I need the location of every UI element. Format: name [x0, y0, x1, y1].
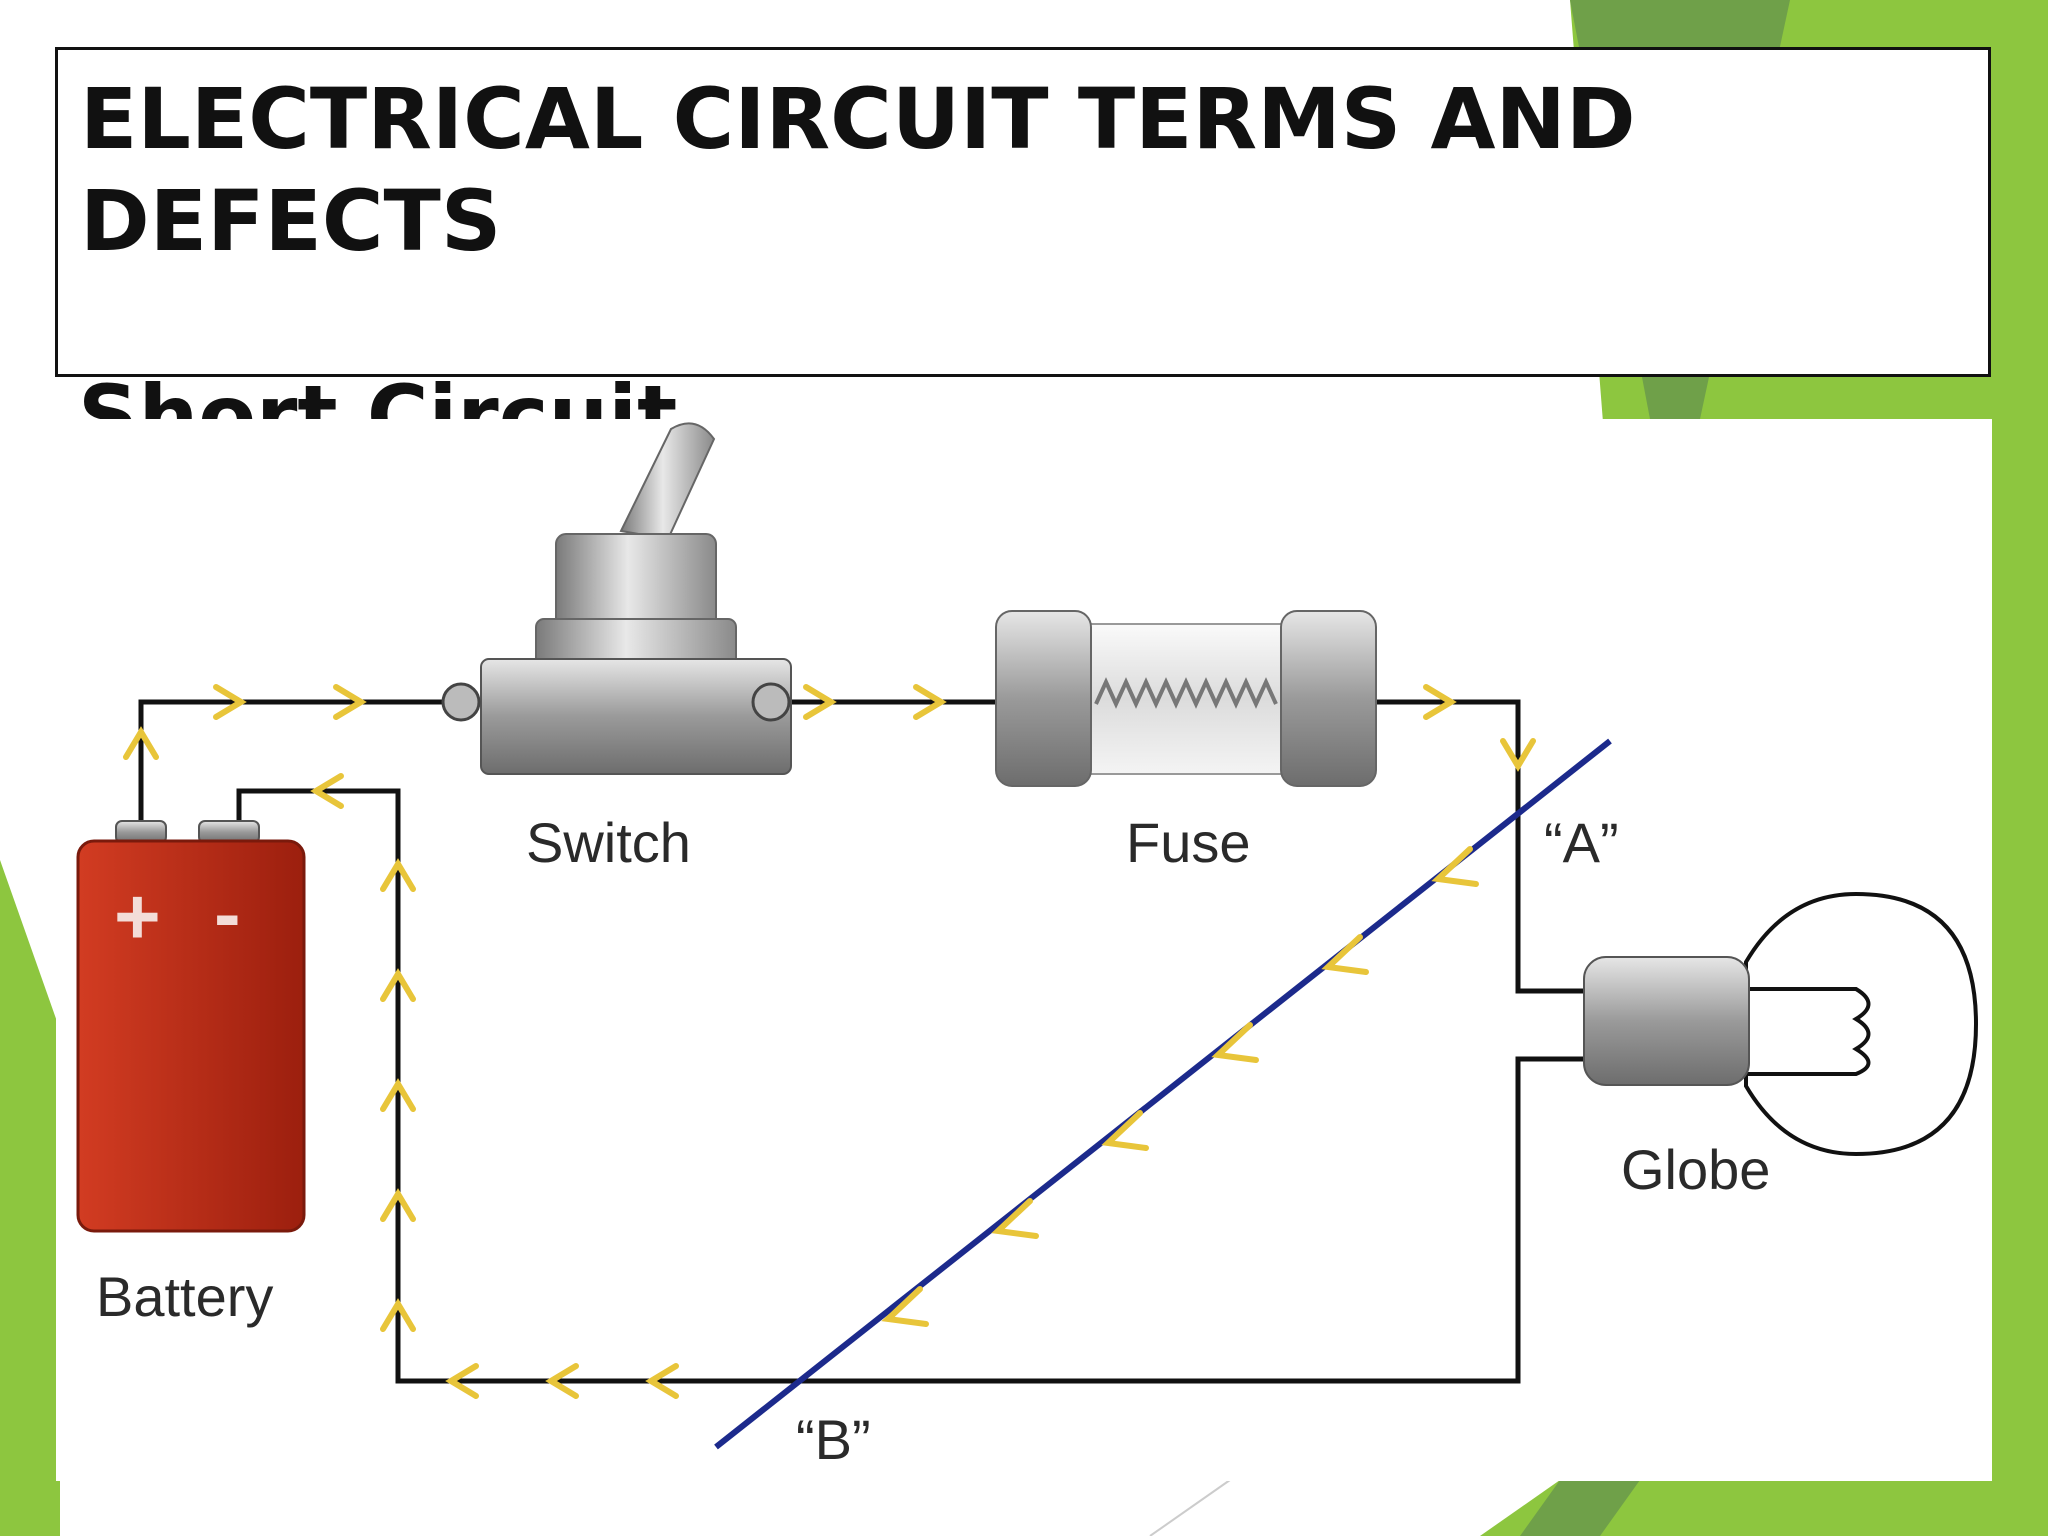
- switch-label: Switch: [526, 811, 691, 874]
- decor-line: [1149, 1479, 1231, 1536]
- point-b-label: “B”: [796, 1408, 871, 1471]
- globe-label: Globe: [1621, 1138, 1770, 1201]
- point-a-label: “A”: [1544, 811, 1619, 874]
- globe-base: [1583, 956, 1750, 1086]
- battery-plus-sign: +: [114, 872, 161, 961]
- arrow-right-1: [213, 684, 247, 720]
- arrow-left-2: [545, 1363, 579, 1399]
- arrow-diag-6: [881, 1286, 929, 1327]
- arrow-right-5: [1423, 684, 1457, 720]
- short-circuit-diagram: + - Battery Switch Fuse Globe: [76, 422, 1979, 1472]
- switch-terminal-left: [441, 682, 481, 722]
- wire-fuse-to-globe: [1371, 699, 1596, 994]
- arrow-up-4: [380, 1188, 416, 1222]
- battery-icon: + -: [76, 820, 306, 1233]
- arrow-diag-2: [1321, 934, 1369, 975]
- arrow-up-3: [380, 1078, 416, 1112]
- globe-filament: [1736, 987, 1871, 1076]
- switch-icon: [441, 422, 792, 775]
- fuse-label: Fuse: [1126, 811, 1251, 874]
- switch-terminal-right: [751, 682, 791, 722]
- arrow-up-1: [380, 858, 416, 892]
- title-box: ELECTRICAL CIRCUIT TERMS AND DEFECTS: [55, 47, 1991, 377]
- arrow-up-5: [380, 1298, 416, 1332]
- arrow-left-1: [645, 1363, 679, 1399]
- arrow-up-battery: [123, 726, 159, 760]
- fuse-glass: [1075, 623, 1297, 775]
- globe-icon: [1583, 891, 1979, 1157]
- arrow-diag-4: [1101, 1110, 1149, 1151]
- circuit-wires: [138, 699, 1596, 1384]
- switch-lever: [619, 422, 716, 541]
- battery-body: [76, 839, 306, 1233]
- green-shape-bottom-right-dark: [1520, 1480, 1640, 1536]
- fuse-filament: [1094, 677, 1278, 709]
- slide-title: ELECTRICAL CIRCUIT TERMS AND DEFECTS: [80, 70, 1636, 270]
- switch-body: [480, 658, 792, 775]
- arrow-right-4: [913, 684, 947, 720]
- wire-battery-plus-to-switch: [138, 699, 466, 831]
- arrow-left-3: [445, 1363, 479, 1399]
- arrow-left-battery: [310, 773, 344, 809]
- wire-globe-to-bottom: [236, 788, 1596, 1384]
- arrow-diag-1: [1431, 846, 1479, 887]
- circuit-diagram-panel: + - Battery Switch Fuse Globe: [56, 419, 1992, 1481]
- arrow-up-2: [380, 968, 416, 1002]
- switch-collar: [555, 533, 717, 630]
- arrow-diag-3: [1211, 1022, 1259, 1063]
- fuse-cap-right: [1280, 610, 1377, 787]
- green-shape-left: [0, 860, 60, 1536]
- arrow-diag-5: [991, 1198, 1039, 1239]
- current-arrows: [123, 684, 1536, 1399]
- arrow-right-2: [333, 684, 367, 720]
- battery-label: Battery: [96, 1265, 273, 1328]
- arrow-right-3: [803, 684, 837, 720]
- fuse-icon: [995, 610, 1377, 787]
- arrow-down-1: [1500, 738, 1536, 772]
- battery-minus-sign: -: [214, 869, 241, 958]
- fuse-cap-left: [995, 610, 1092, 787]
